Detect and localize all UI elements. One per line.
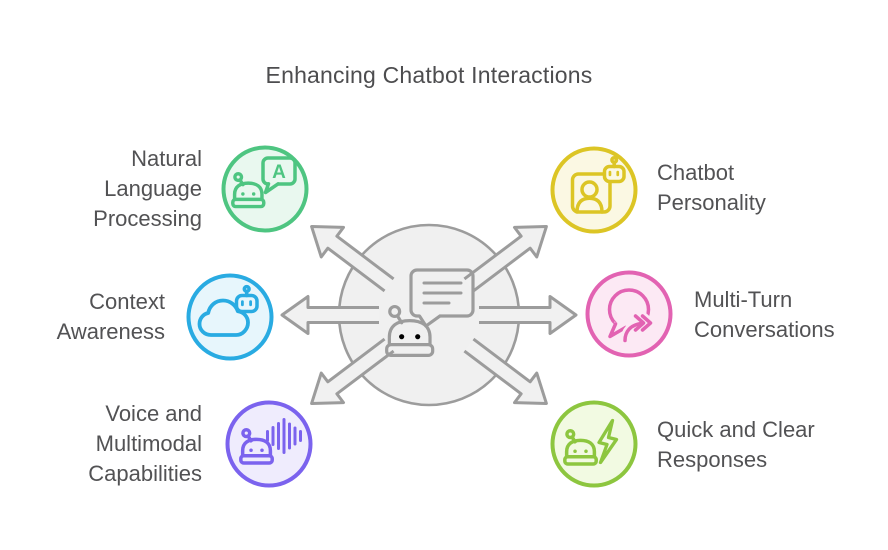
node-icon-quick-and-clear-responses	[550, 400, 638, 488]
chatbot-speech-bubble-icon	[385, 268, 475, 357]
node-icon-multi-turn-conversations	[585, 270, 673, 358]
node-icon-voice-and-multimodal-capabilities	[225, 400, 313, 488]
speech-bubble-redo-arrow-icon	[585, 270, 673, 358]
label-voice-and-multimodal-capabilities: Voice and Multimodal Capabilities	[88, 401, 202, 486]
label-context-awareness: Context Awareness	[56, 289, 165, 344]
label-chatbot-personality: Chatbot Personality	[657, 160, 766, 215]
bubble-letter: A	[272, 162, 286, 183]
node-ring	[550, 400, 638, 488]
node-icon-context-awareness	[186, 273, 274, 361]
lightning-bolt	[597, 418, 619, 465]
node-icon-natural-language-processing: A	[221, 145, 309, 233]
robot-speech-bubble-letter-icon: A	[221, 145, 309, 233]
label-multi-turn-conversations: Multi-Turn Conversations	[694, 287, 835, 342]
portrait-robot-icon	[550, 146, 638, 234]
page-title: Enhancing Chatbot Interactions	[265, 62, 593, 88]
waveform-bars	[266, 418, 302, 454]
node-ring	[550, 146, 638, 234]
label-quick-and-clear-responses: Quick and Clear Responses	[657, 417, 815, 472]
robot-lightning-bolt-icon	[550, 400, 638, 488]
label-natural-language-processing: Natural Language Processing	[93, 146, 202, 231]
node-ring	[585, 270, 673, 358]
cloud-robot-icon	[186, 273, 274, 361]
node-icon-chatbot-personality	[550, 146, 638, 234]
robot-voice-waveform-icon	[225, 400, 313, 488]
